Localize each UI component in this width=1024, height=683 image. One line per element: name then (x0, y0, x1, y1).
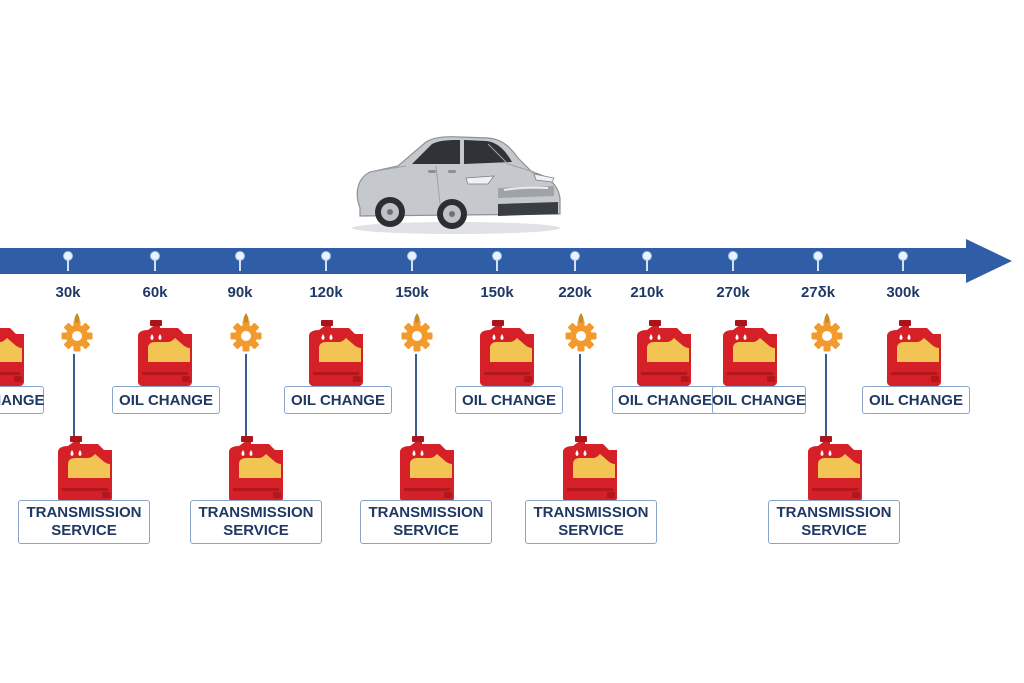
timeline-tick-stem (325, 259, 327, 271)
mileage-label: 220k (558, 284, 592, 301)
oil-can-icon (887, 320, 941, 386)
timeline-arrowhead (966, 239, 1012, 283)
oil-can-icon (808, 436, 862, 502)
oil-change-label: OIL CHANGE (712, 386, 806, 414)
mileage-label: 150k (395, 284, 429, 301)
oil-change-label: OIL CHANGE (455, 386, 563, 414)
gear-oil-drop-icon (61, 313, 93, 352)
timeline-tick-stem (411, 259, 413, 271)
connector-line (825, 354, 827, 436)
oil-can-icon (563, 436, 617, 502)
oil-can-icon (58, 436, 112, 502)
gear-oil-drop-icon (811, 313, 843, 352)
mileage-label: 60k (142, 284, 168, 301)
connector-line (579, 354, 581, 436)
oil-can-icon (138, 320, 192, 386)
transmission-service-label: TRANSMISSION SERVICE (360, 500, 492, 544)
mileage-label: 30k (55, 284, 81, 301)
connector-line (73, 354, 75, 436)
transmission-service-label: TRANSMISSION SERVICE (190, 500, 322, 544)
oil-can-icon (723, 320, 777, 386)
timeline-tick-stem (574, 259, 576, 271)
oil-can-icon (229, 436, 283, 502)
oil-can-icon (0, 328, 24, 386)
connector-line (415, 354, 417, 436)
gear-oil-drop-icon (565, 313, 597, 352)
oil-change-label: OIL CHANGE (612, 386, 718, 414)
mileage-label: 150k (480, 284, 514, 301)
oil-change-label: CHANGE (0, 386, 45, 414)
mileage-label: 90k (227, 284, 253, 301)
oil-change-label: OIL CHANGE (862, 386, 970, 414)
mileage-label: 300k (886, 284, 920, 301)
connector-line (245, 354, 247, 436)
timeline-tick-stem (732, 259, 734, 271)
gear-oil-drop-icon (230, 313, 262, 352)
transmission-service-label: TRANSMISSION SERVICE (768, 500, 900, 544)
timeline-tick-stem (646, 259, 648, 271)
timeline-tick-stem (817, 259, 819, 271)
oil-can-icon (400, 436, 454, 502)
mileage-label: 270k (716, 284, 750, 301)
oil-can-icon (637, 320, 691, 386)
timeline-tick-stem (902, 259, 904, 271)
timeline-tick-stem (496, 259, 498, 271)
transmission-service-label: TRANSMISSION SERVICE (18, 500, 150, 544)
timeline-tick-stem (239, 259, 241, 271)
transmission-service-label: TRANSMISSION SERVICE (525, 500, 657, 544)
timeline-tick-stem (154, 259, 156, 271)
oil-change-label: OIL CHANGE (284, 386, 392, 414)
oil-can-icon (309, 320, 363, 386)
timeline-bar (0, 248, 968, 274)
oil-change-label: OIL CHANGE (112, 386, 220, 414)
timeline-tick-stem (67, 259, 69, 271)
sedan-car-icon (352, 136, 561, 234)
mileage-label: 27δk (800, 284, 836, 301)
mileage-label: 120k (309, 284, 343, 301)
gear-oil-drop-icon (401, 313, 433, 352)
oil-can-icon (480, 320, 534, 386)
mileage-label: 210k (630, 284, 664, 301)
